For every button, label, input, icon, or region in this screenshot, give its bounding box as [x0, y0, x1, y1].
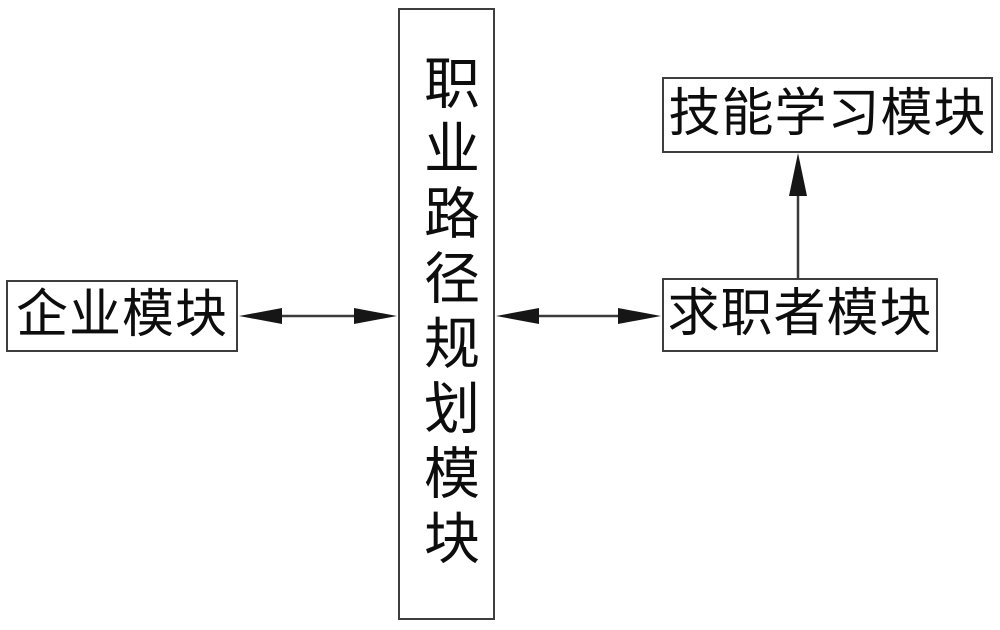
connector-enterprise-planning-double-arrow-icon — [239, 308, 397, 324]
connector-planning-jobseeker-double-arrow-icon — [496, 308, 661, 324]
career-path-planning-module-label: 职业路径规划模块 — [415, 54, 478, 574]
node-skill-learning-module: 技能学习模块 — [662, 77, 993, 153]
node-enterprise-module: 企业模块 — [6, 280, 238, 352]
node-career-path-planning-module: 职业路径规划模块 — [398, 8, 495, 620]
enterprise-module-label: 企业模块 — [15, 287, 228, 344]
connector-jobseeker-skill-up-arrow-icon — [789, 153, 807, 279]
node-job-seeker-module: 求职者模块 — [662, 278, 938, 352]
job-seeker-module-label: 求职者模块 — [667, 286, 933, 343]
skill-learning-module-label: 技能学习模块 — [668, 86, 987, 143]
